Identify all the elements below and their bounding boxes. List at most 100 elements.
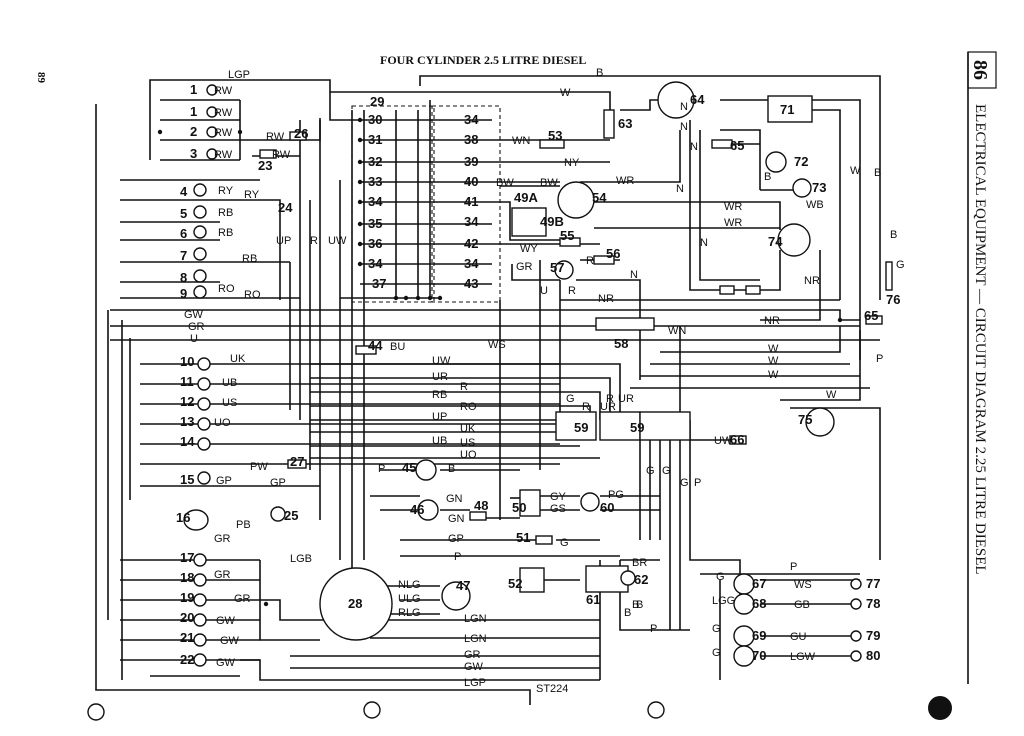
- component-number-c12: 12: [180, 394, 194, 409]
- wire-code-72: G: [560, 537, 569, 549]
- component-number-c11: 11: [180, 374, 194, 389]
- wire-code-11: RB: [218, 227, 233, 239]
- section-number: 86: [969, 60, 991, 80]
- component-number-c64: 64: [690, 92, 705, 107]
- wire-code-21: BU: [390, 341, 405, 353]
- wire-code-107: WS: [794, 579, 812, 591]
- wire-code-38: NY: [564, 157, 580, 169]
- wire-code-42: WR: [724, 201, 742, 213]
- component-number-c60: 60: [600, 500, 614, 515]
- wire-code-32: GR: [234, 593, 251, 605]
- component-number-c48: 48: [474, 498, 488, 513]
- wire-code-106: P: [790, 561, 797, 573]
- wire-code-61: UB: [432, 435, 447, 447]
- component-number-c50: 50: [512, 500, 526, 515]
- wire-code-114: G: [716, 571, 725, 583]
- component-number-c8: 8: [180, 270, 187, 285]
- component-number-c14: 14: [180, 434, 195, 449]
- wire-code-57: RB: [432, 389, 447, 401]
- component-number-c28: 28: [348, 596, 362, 611]
- component-number-c37: 37: [372, 276, 386, 291]
- wire-code-13: RO: [218, 283, 235, 295]
- wire-code-113: G: [712, 647, 721, 659]
- wire-code-78: ULG: [398, 593, 421, 605]
- component-number-c18: 18: [180, 570, 194, 585]
- wire-code-90: N: [700, 237, 708, 249]
- wire-code-58: RO: [460, 401, 477, 413]
- wire-code-103: G: [662, 465, 671, 477]
- wire-code-30: GR: [214, 533, 231, 545]
- wire-code-56: R: [460, 381, 468, 393]
- wire-code-1: B: [596, 67, 603, 79]
- component-number-c24: 24: [278, 200, 293, 215]
- wire-code-48: NR: [598, 293, 614, 305]
- wire-code-100: B: [890, 229, 897, 241]
- component-number-c16: 16: [176, 510, 190, 525]
- component-number-c79: 79: [866, 628, 880, 643]
- component-number-c65a: 65: [730, 138, 744, 153]
- component-number-c68: 68: [752, 596, 766, 611]
- wire-code-115: G: [566, 393, 575, 405]
- component-number-c29: 29: [370, 94, 384, 109]
- wire-code-7: RW: [272, 149, 291, 161]
- wire-code-102: G: [646, 465, 655, 477]
- wire-code-27: GP: [216, 475, 232, 487]
- wire-code-111: LGG: [712, 595, 735, 607]
- wire-code-98: B: [764, 171, 771, 183]
- component-number-c49a: 49A: [514, 190, 538, 205]
- wire-code-88: N: [690, 141, 698, 153]
- wire-code-43: WR: [724, 217, 742, 229]
- wire-code-112: G: [712, 623, 721, 635]
- wire-code-59: UP: [432, 411, 447, 423]
- component-number-c67: 67: [752, 576, 766, 591]
- wire-code-97: WB: [806, 199, 824, 211]
- wire-code-105: P: [694, 477, 701, 489]
- wire-code-67: GN: [448, 513, 465, 525]
- wire-code-44: WY: [520, 243, 538, 255]
- component-number-c62: 62: [634, 572, 648, 587]
- wire-code-28: GP: [270, 477, 286, 489]
- wire-code-84: LGP: [464, 677, 486, 689]
- wire-code-33: GW: [216, 615, 236, 627]
- wire-code-121: P: [876, 353, 883, 365]
- component-number-c46: 46: [410, 502, 424, 517]
- component-number-c35: 35: [368, 216, 382, 231]
- wire-code-96: W: [850, 165, 861, 177]
- component-number-c36: 36: [368, 236, 382, 251]
- component-number-c52: 52: [508, 576, 522, 591]
- wire-code-109: GU: [790, 631, 807, 643]
- wire-code-15: UP: [276, 235, 291, 247]
- component-labels: 1123456789101112131415161718192021222324…: [176, 82, 900, 667]
- diagram-title: FOUR CYLINDER 2.5 LITRE DIESEL: [380, 53, 586, 67]
- wire-code-6: RW: [266, 131, 285, 143]
- wire-code-51: WS: [488, 339, 506, 351]
- wire-code-89: N: [676, 183, 684, 195]
- component-number-c23: 23: [258, 158, 272, 173]
- component-number-c61: 61: [586, 592, 600, 607]
- component-number-c34d: 34: [464, 214, 479, 229]
- wire-code-60: UK: [460, 423, 476, 435]
- junction-dots: [157, 117, 843, 607]
- wire-code-77: NLG: [398, 579, 421, 591]
- drawing-reference: ST224: [536, 683, 568, 695]
- component-number-c34a: 34: [368, 194, 383, 209]
- wire-code-17: UW: [328, 235, 347, 247]
- component-number-c32: 32: [368, 154, 382, 169]
- wire-code-10: RB: [218, 207, 233, 219]
- component-number-c13: 13: [180, 414, 194, 429]
- wire-code-34: GW: [220, 635, 240, 647]
- wire-code-69: PG: [608, 489, 624, 501]
- component-number-c54: 54: [592, 190, 607, 205]
- component-number-c31: 31: [368, 132, 382, 147]
- wire-code-94: W: [768, 355, 779, 367]
- wire-code-49: NR: [764, 315, 780, 327]
- wire-code-101: G: [896, 259, 905, 271]
- wire-code-104: G: [680, 477, 689, 489]
- wire-code-71: GP: [448, 533, 464, 545]
- wire-code-36: W: [560, 87, 571, 99]
- wire-code-118: UR: [600, 401, 616, 413]
- wire-code-63: UO: [460, 449, 477, 461]
- wire-code-16: R: [310, 235, 318, 247]
- wire-code-75: B: [632, 599, 639, 611]
